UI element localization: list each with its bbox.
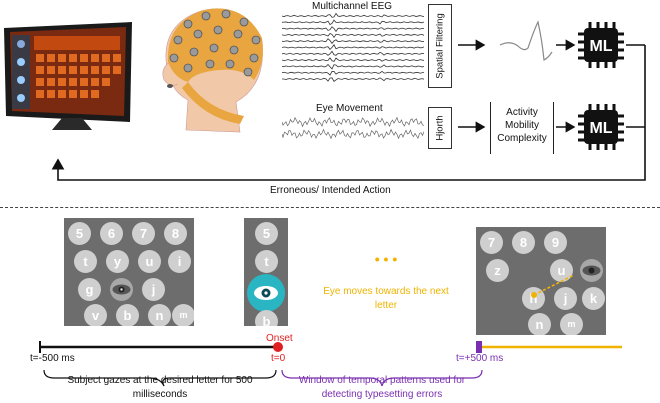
- ml-label-bottom: ML: [589, 120, 612, 137]
- eye-icon: [580, 259, 603, 282]
- key: j: [142, 278, 165, 301]
- key: y: [106, 250, 129, 273]
- eeg-trace: [282, 19, 424, 26]
- monitor: [2, 22, 134, 132]
- eye-icon-selected: [247, 274, 285, 312]
- eye-trace: [282, 116, 424, 128]
- right-caption: Window of temporal patterns used for det…: [298, 375, 466, 400]
- key: 8: [164, 222, 187, 245]
- key: 8: [512, 231, 535, 254]
- key: 6: [100, 222, 123, 245]
- keyboard-panel-onset: 5 t b: [244, 218, 288, 326]
- key: v: [84, 304, 107, 326]
- key: z: [486, 259, 509, 282]
- eye-trace: [282, 128, 424, 140]
- key: b: [116, 304, 139, 326]
- eeg-trace: [282, 44, 424, 50]
- key: n: [148, 304, 171, 326]
- ellipsis: • • •: [374, 251, 398, 267]
- left-caption: Subject gazes at the desired letter for …: [67, 375, 253, 400]
- eye-moves-text: Eye moves towards the next letter: [323, 286, 449, 311]
- key: g: [78, 278, 101, 301]
- keyboard-panel-moving: 7 8 9 z u h j k n m: [476, 227, 606, 335]
- feature-activity: Activity: [506, 107, 538, 118]
- feature-complexity: Complexity: [497, 133, 547, 144]
- key: 7: [132, 222, 155, 245]
- t-minus-label: t=-500 ms: [30, 353, 75, 364]
- eeg-trace: [282, 63, 424, 70]
- key: u: [138, 250, 161, 273]
- key: k: [582, 287, 605, 310]
- onset-label: Onset: [266, 333, 293, 344]
- eeg-trace: [282, 70, 424, 76]
- t0-label: t=0: [271, 353, 286, 364]
- eeg-trace: [282, 12, 424, 18]
- gaze-path-arrow: [531, 274, 575, 298]
- eeg-trace: [282, 77, 424, 82]
- eeg-trace: [282, 26, 424, 33]
- keyboard-panel-gaze: 5 6 7 8 t y u i g j v b n m: [64, 218, 194, 326]
- eeg-trace: [282, 32, 424, 39]
- key: u: [550, 259, 573, 282]
- spatial-filtering-box: Spatial Filtering: [428, 4, 452, 88]
- key: j: [554, 287, 577, 310]
- key: 9: [544, 231, 567, 254]
- ml-chip-top: ML: [578, 22, 624, 68]
- timeline: [39, 341, 622, 387]
- key: 7: [480, 231, 503, 254]
- head-with-eeg-cap: [148, 0, 272, 140]
- key: m: [172, 304, 194, 326]
- ml-label-top: ML: [589, 38, 612, 55]
- eye-icon: [110, 278, 133, 301]
- eeg-label: Multichannel EEG: [312, 1, 393, 12]
- key: i: [168, 250, 191, 273]
- hjorth-box: Hjorth: [428, 107, 452, 149]
- key: n: [528, 313, 551, 335]
- key: 5: [68, 222, 91, 245]
- section-divider: [0, 207, 660, 208]
- eye-movement-traces: [282, 116, 424, 140]
- key: b: [255, 310, 278, 326]
- key: t: [74, 250, 97, 273]
- feature-mobility: Mobility: [505, 120, 539, 131]
- ml-chip-bottom: ML: [578, 104, 624, 150]
- key: t: [255, 250, 278, 273]
- eye-movement-label: Eye Movement: [316, 103, 383, 114]
- eeg-trace: [282, 50, 424, 56]
- top-arrows: [51, 20, 646, 181]
- t-plus-label: t=+500 ms: [456, 353, 504, 364]
- key: 5: [255, 222, 278, 245]
- feedback-label: Erroneous/ Intended Action: [270, 185, 391, 196]
- eeg-trace: [282, 57, 424, 62]
- hjorth-features-bracket: Activity Mobility Complexity: [490, 102, 554, 154]
- eeg-traces: [282, 12, 424, 82]
- key: m: [560, 313, 583, 335]
- eeg-trace: [282, 38, 424, 45]
